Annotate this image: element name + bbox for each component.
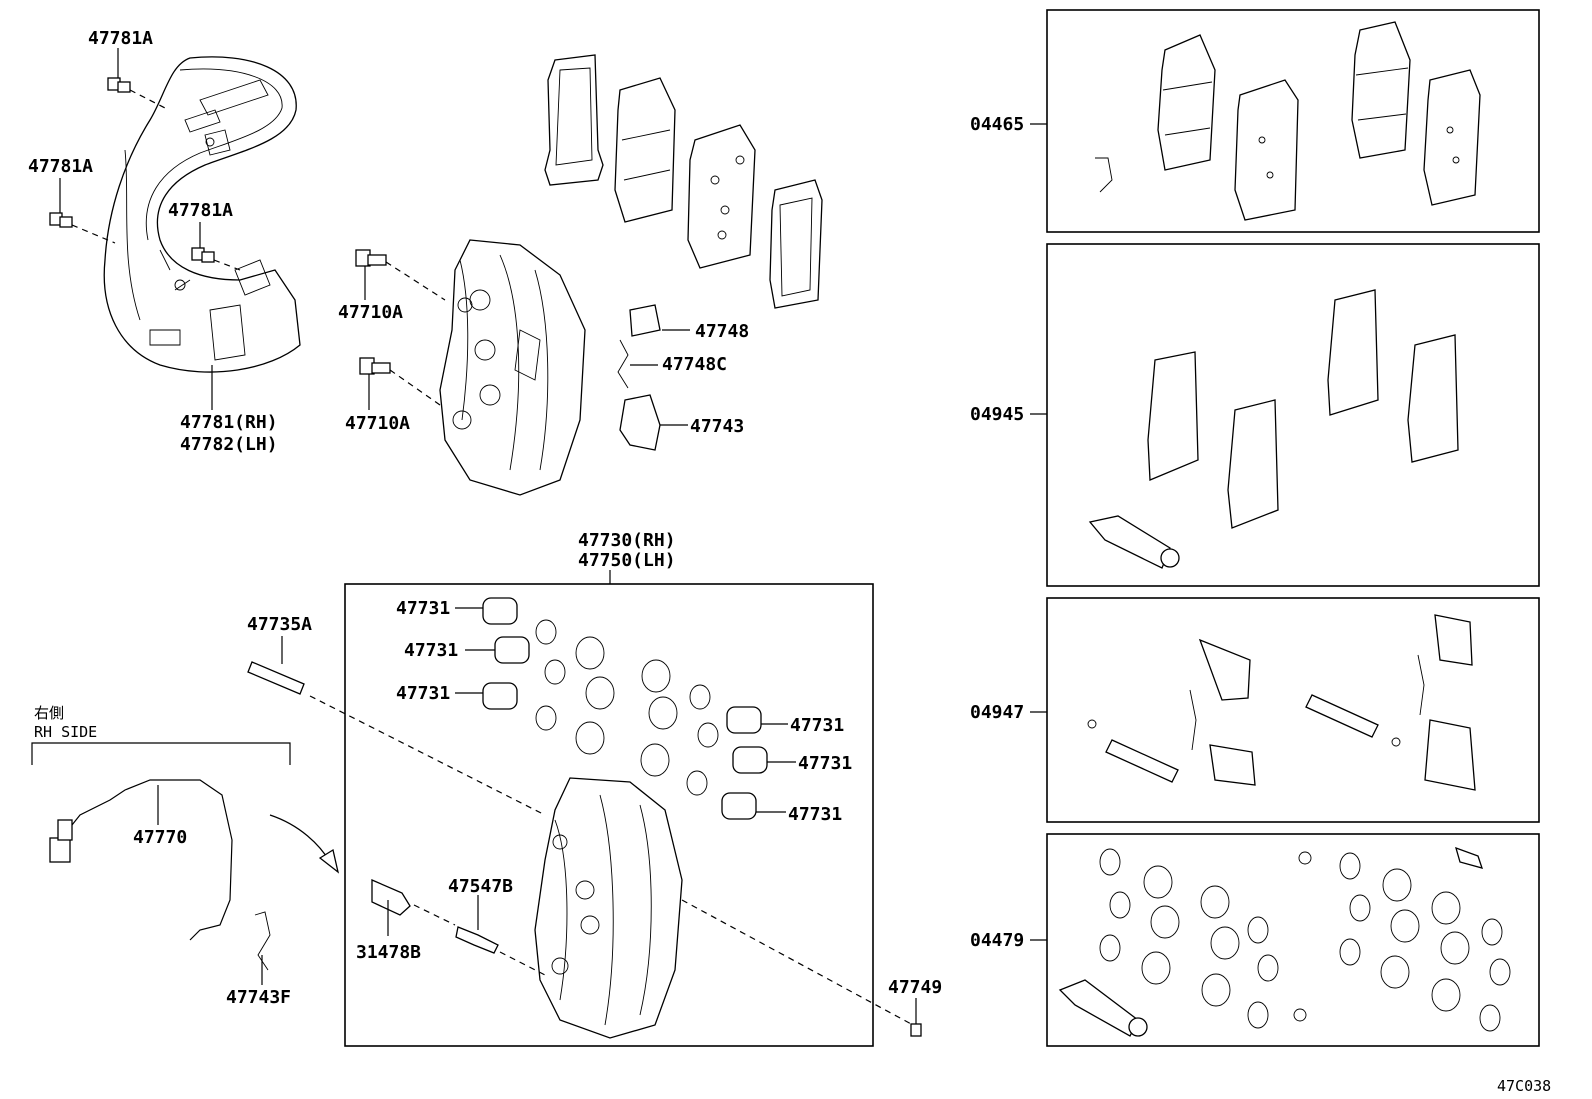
label-caliper-lh: 47750(LH) <box>578 550 676 571</box>
kit-box-04945[interactable] <box>1046 243 1540 587</box>
label-cap-47749: 47749 <box>888 977 942 998</box>
label-shield-rh: 47781(RH) <box>180 412 278 433</box>
label-caliper-bolt-1: 47710A <box>338 302 403 323</box>
label-caliper-rh: 47730(RH) <box>578 530 676 551</box>
kit-04465-parts <box>1095 21 1481 221</box>
caliper-upper[interactable] <box>439 239 586 496</box>
label-kit-04479: 04479 <box>970 930 1024 951</box>
spring-47743[interactable] <box>619 394 688 451</box>
brake-pad-inner[interactable] <box>614 77 676 223</box>
wear-sensor-47770[interactable] <box>49 779 233 941</box>
arrow-icon <box>269 814 340 874</box>
label-clip-47743f: 47743F <box>226 987 291 1008</box>
piston-left-2[interactable] <box>465 636 530 664</box>
clip-47743f[interactable] <box>254 911 271 985</box>
caliper-bolt-47710a-2[interactable] <box>359 357 441 410</box>
label-side-jp: 右側 <box>34 704 64 722</box>
shim-inner-1[interactable] <box>544 54 604 186</box>
label-pin-47735a: 47735A <box>247 614 312 635</box>
label-kit-04947: 04947 <box>970 702 1024 723</box>
label-bolt-47781a-2: 47781A <box>28 156 93 177</box>
caliper-assembly-box <box>344 583 874 1047</box>
bolt-47781a-1[interactable] <box>107 48 166 109</box>
label-side-en: RH SIDE <box>34 723 97 741</box>
label-piston-left-2: 47731 <box>404 640 458 661</box>
caliper-body[interactable] <box>534 777 683 1039</box>
clip-47748c[interactable] <box>617 339 658 389</box>
dust-shield[interactable] <box>103 56 301 373</box>
label-piston-right-2: 47731 <box>798 753 852 774</box>
label-bolt-47781a-3: 47781A <box>168 200 233 221</box>
piston-right-3[interactable] <box>721 792 786 820</box>
bushing-31478b[interactable] <box>371 879 456 936</box>
label-spring-47743: 47743 <box>690 416 744 437</box>
label-kit-04945: 04945 <box>970 404 1024 425</box>
shim-outer-1[interactable] <box>769 179 823 309</box>
label-bleeder-47547b: 47547B <box>448 876 513 897</box>
kit-04945-parts <box>1088 289 1459 569</box>
piston-right-1[interactable] <box>726 706 788 734</box>
label-clip-47748: 47748 <box>695 321 749 342</box>
caliper-bolt-47710a-1[interactable] <box>355 249 446 301</box>
label-sensor-47770: 47770 <box>133 827 187 848</box>
piston-left-1[interactable] <box>455 597 518 625</box>
piston-left-3[interactable] <box>455 682 518 710</box>
diagram-code: 47C038 <box>1497 1077 1551 1095</box>
kit-box-04947[interactable] <box>1046 597 1540 823</box>
kit-04479-parts <box>1058 846 1511 1037</box>
label-clip-47748c: 47748C <box>662 354 727 375</box>
kit-04947-parts <box>1087 614 1476 791</box>
label-piston-left-3: 47731 <box>396 683 450 704</box>
cap-47749[interactable] <box>681 899 922 1037</box>
label-piston-left-1: 47731 <box>396 598 450 619</box>
label-shield-lh: 47782(LH) <box>180 434 278 455</box>
pin-47735a[interactable] <box>247 636 546 816</box>
bolt-47781a-3[interactable] <box>191 222 241 271</box>
label-bolt-47781a-1: 47781A <box>88 28 153 49</box>
label-piston-right-3: 47731 <box>788 804 842 825</box>
bolt-47781a-2[interactable] <box>49 178 116 244</box>
label-piston-right-1: 47731 <box>790 715 844 736</box>
piston-right-2[interactable] <box>732 746 796 774</box>
backing-plate[interactable] <box>687 124 756 269</box>
rh-side-bracket <box>31 742 291 765</box>
label-bushing-31478b: 31478B <box>356 942 421 963</box>
kit-box-04465[interactable] <box>1046 9 1540 233</box>
clip-47748[interactable] <box>629 304 690 337</box>
bleeder-47547b[interactable] <box>455 895 546 976</box>
label-caliper-bolt-2: 47710A <box>345 413 410 434</box>
seal-set[interactable] <box>535 619 719 796</box>
label-kit-04465: 04465 <box>970 114 1024 135</box>
